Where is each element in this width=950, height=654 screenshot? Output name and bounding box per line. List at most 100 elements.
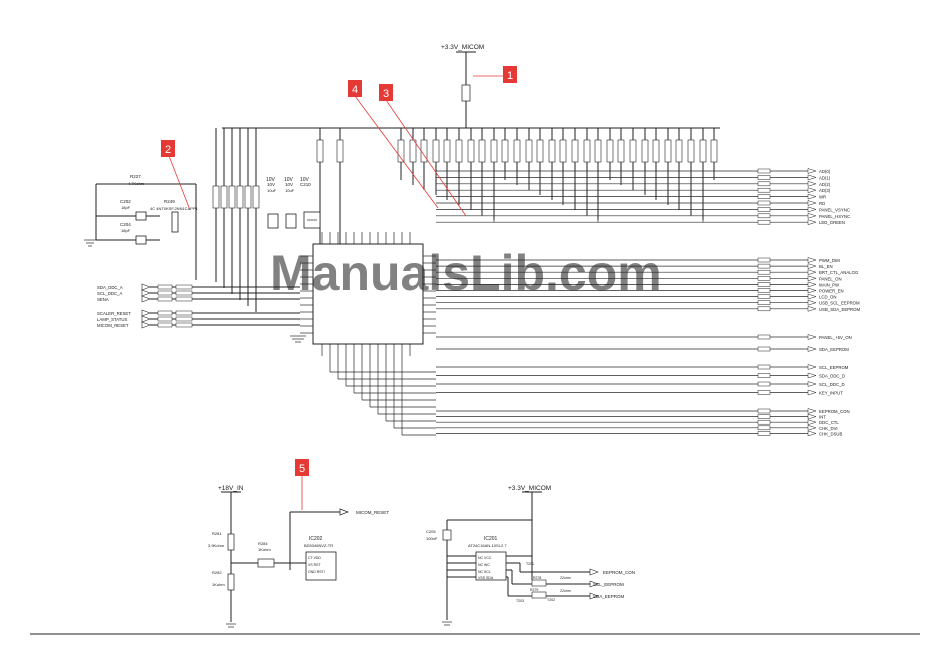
right-signal-a-1: AD(1) bbox=[819, 175, 831, 180]
left-signal-flag bbox=[141, 283, 151, 291]
svg-text:10uF: 10uF bbox=[285, 188, 295, 193]
ic201-part: AT24C16AN-10SI-2.7 bbox=[468, 543, 507, 548]
left-signal-flag bbox=[141, 315, 151, 323]
right-signal-b-8: USB_SDA_EEPROM bbox=[819, 307, 860, 312]
ref-r249: R249 bbox=[164, 199, 175, 204]
callout-5-label: 5 bbox=[299, 463, 305, 475]
ic202-part: BD5346NVZ-TR bbox=[304, 543, 333, 548]
left-signal-micom-reset: MICOM_RESET bbox=[97, 323, 129, 328]
left-series-resistor bbox=[157, 316, 173, 322]
eeprom-section: +3.3V_MICOM C205 100nF IC201 AT24C16AN-1… bbox=[426, 485, 635, 620]
right-signal-a-7: PANEL_HSYNC bbox=[819, 214, 850, 219]
left-series-resistor bbox=[157, 296, 173, 302]
right-signal-c-1: SDA_EEPROM bbox=[819, 347, 849, 352]
right-signal-flag bbox=[807, 269, 817, 276]
right-series-resistor bbox=[757, 181, 771, 187]
right-signal-b-1: BL_EN bbox=[819, 264, 833, 269]
right-signal-flag bbox=[807, 180, 817, 187]
right-signal-d-1: SDA_DDC_D bbox=[819, 374, 845, 379]
right-series-resistor bbox=[757, 306, 771, 312]
right-signal-flag bbox=[807, 381, 817, 387]
pullup-resistor bbox=[336, 139, 344, 163]
left-signal-flag bbox=[141, 295, 151, 303]
right-signal-flag bbox=[807, 346, 817, 352]
right-signal-flag bbox=[807, 187, 817, 194]
decoupling-caps: 10V 10uF 10V 10uF C210 10V 10V 10V bbox=[266, 177, 321, 229]
right-signal-e-0: EEPROM_CON bbox=[819, 409, 850, 414]
callout-4-box bbox=[348, 80, 362, 97]
right-series-resistor bbox=[757, 334, 771, 340]
left-column-resistor bbox=[236, 185, 244, 209]
svg-text:22ohm: 22ohm bbox=[560, 589, 571, 593]
svg-text:T203: T203 bbox=[516, 599, 524, 603]
callout-1-box bbox=[503, 66, 517, 83]
pullup-resistor-array bbox=[316, 128, 718, 244]
eeprom-net-sda: SDA_EEPROM bbox=[593, 594, 625, 599]
left-series-resistor bbox=[157, 310, 173, 316]
right-signal-flag bbox=[807, 419, 817, 426]
left-series-resistor bbox=[175, 284, 193, 290]
pullup-resistor bbox=[617, 139, 625, 163]
pullup-resistor bbox=[559, 139, 567, 163]
right-signal-group: AD(0)AD(1)AD(2)AD(3)WRRDPANEL_VSYNCPANEL… bbox=[329, 168, 860, 436]
svg-text:NC SCL: NC SCL bbox=[478, 570, 491, 574]
right-signal-d-0: SCL_EEPROM bbox=[819, 365, 849, 370]
right-signal-b-2: BRT_CTL_ANALOG bbox=[819, 270, 859, 275]
left-column-resistor bbox=[212, 185, 220, 209]
left-series-resistor bbox=[175, 322, 193, 328]
svg-text:NC VCC: NC VCC bbox=[478, 556, 492, 560]
ref-c204: C204 bbox=[120, 222, 131, 227]
pullup-resistor bbox=[548, 139, 556, 163]
right-signal-e-4: CHK_DSUB bbox=[819, 431, 843, 436]
right-signal-flag bbox=[807, 281, 817, 288]
right-series-resistor bbox=[757, 269, 771, 275]
left-signal-group: SDA_DDC_ASCL_DDC_ASENASCALER_RESETLAMP_S… bbox=[97, 283, 300, 329]
ref-r281: R281 bbox=[212, 531, 222, 536]
left-series-resistor bbox=[157, 322, 173, 328]
right-series-resistor bbox=[757, 373, 771, 378]
cap-voltage-3: 10V bbox=[300, 177, 310, 183]
svg-text:GND RSTI: GND RSTI bbox=[308, 570, 325, 574]
left-crystal-section: R227 4.7Kohm R249 4C 4NT0KSF.2NN1CAPP1 C… bbox=[95, 174, 199, 280]
callout-group: 1 2 3 4 5 bbox=[161, 66, 517, 510]
left-signal-sena: SENA bbox=[97, 297, 109, 302]
svg-text:C210: C210 bbox=[300, 182, 311, 187]
svg-text:R278: R278 bbox=[533, 576, 541, 580]
right-signal-flag bbox=[807, 424, 817, 431]
right-signal-d-3: KEY_INPUT bbox=[819, 391, 843, 396]
right-signal-a-0: AD(0) bbox=[819, 169, 831, 174]
rail-label-micom-bottom: +3.3V_MICOM bbox=[508, 485, 551, 492]
right-signal-d-2: SCL_DDC_D bbox=[819, 382, 845, 387]
right-signal-a-6: PANEL_VSYNC bbox=[819, 207, 850, 212]
callout-2-box bbox=[161, 140, 175, 157]
right-series-resistor bbox=[757, 300, 771, 305]
right-series-resistor bbox=[757, 187, 771, 193]
eeprom-net-con: EEPROM_CON bbox=[603, 570, 635, 575]
pullup-resistor bbox=[571, 139, 579, 163]
right-signal-flag bbox=[807, 174, 817, 181]
right-series-resistor bbox=[757, 276, 771, 281]
svg-text:4.7Kohm: 4.7Kohm bbox=[128, 181, 145, 186]
pullup-resistor bbox=[594, 139, 602, 163]
pullup-resistor bbox=[583, 139, 591, 163]
svg-text:T201: T201 bbox=[526, 562, 534, 566]
right-series-resistor bbox=[757, 390, 771, 395]
right-signal-b-0: PWM_DIM bbox=[819, 258, 840, 263]
right-series-resistor bbox=[757, 288, 771, 293]
right-series-resistor bbox=[757, 419, 771, 425]
pullup-resistor bbox=[710, 139, 718, 163]
pullup-resistor bbox=[606, 139, 614, 163]
svg-text:CT VDD: CT VDD bbox=[308, 556, 321, 560]
left-series-resistor bbox=[175, 296, 193, 302]
right-series-resistor bbox=[757, 408, 771, 414]
pullup-resistor bbox=[443, 139, 451, 163]
right-signal-e-2: DDC_CTL bbox=[819, 420, 839, 425]
pullup-resistor bbox=[490, 139, 498, 163]
right-signal-e-1: INT bbox=[819, 415, 826, 420]
right-series-resistor bbox=[757, 294, 771, 299]
right-series-resistor bbox=[757, 346, 771, 352]
right-series-resistor bbox=[757, 425, 771, 431]
callout-3-label: 3 bbox=[383, 88, 389, 100]
right-series-resistor bbox=[757, 200, 771, 206]
